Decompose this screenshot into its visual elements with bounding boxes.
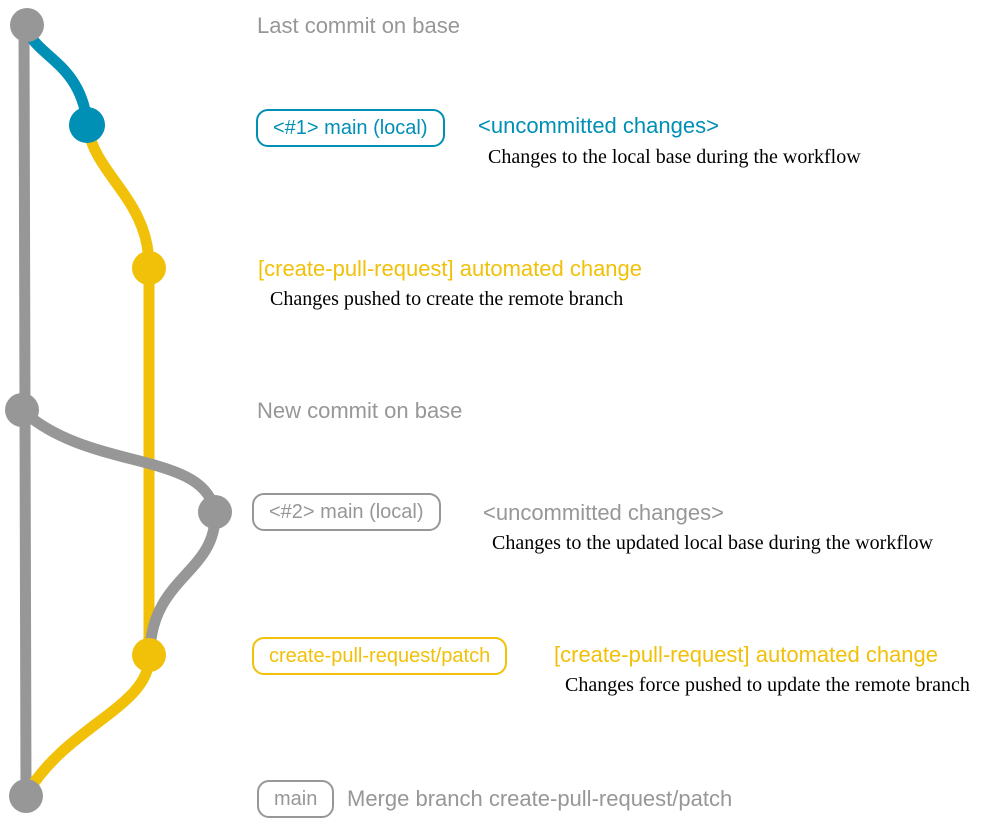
label-last-commit-on-base: Last commit on base (257, 13, 460, 38)
branch-badge-create-pull-request-patch: create-pull-request/patch (252, 637, 508, 675)
commit-desc-force-pushed-update-branch: Changes force pushed to update the remot… (565, 674, 970, 696)
commit-note-uncommitted-2: <uncommitted changes> (483, 500, 724, 525)
branch-out-main-2 (18, 406, 220, 514)
commit-merge (9, 779, 43, 813)
merge-cpr-into-main (22, 652, 155, 798)
commit-main-local-1 (69, 107, 105, 143)
commit-note-merge-branch: Merge branch create-pull-request/patch (347, 786, 733, 811)
commit-note-automated-change-1: [create-pull-request] automated change (258, 256, 643, 281)
commit-note-uncommitted-1: <uncommitted changes> (478, 113, 719, 138)
branch-out-main-1 (21, 19, 93, 128)
commit-desc-pushed-create-branch: Changes pushed to create the remote bran… (270, 288, 624, 310)
commit-desc-local-base-changes: Changes to the local base during the wor… (488, 146, 861, 168)
branch-in-main-2 (144, 510, 221, 656)
commit-desc-updated-local-base-changes: Changes to the updated local base during… (492, 532, 933, 554)
branch-badge-main-local-1: <#1> main (local) (256, 109, 445, 147)
commit-main-local-2 (198, 495, 232, 529)
branch-out-cpr-1 (82, 122, 155, 272)
git-graph (5, 8, 232, 813)
commit-cpr-automated-2 (132, 638, 166, 672)
commit-last-on-base (10, 8, 44, 42)
commit-new-on-base (5, 393, 39, 427)
label-new-commit-on-base: New commit on base (257, 398, 463, 423)
commit-note-automated-change-2: [create-pull-request] automated change (554, 642, 939, 667)
branch-badge-main: main (257, 780, 335, 818)
branch-badge-main-local-2: <#2> main (local) (252, 493, 441, 531)
commit-cpr-automated-1 (132, 251, 166, 285)
